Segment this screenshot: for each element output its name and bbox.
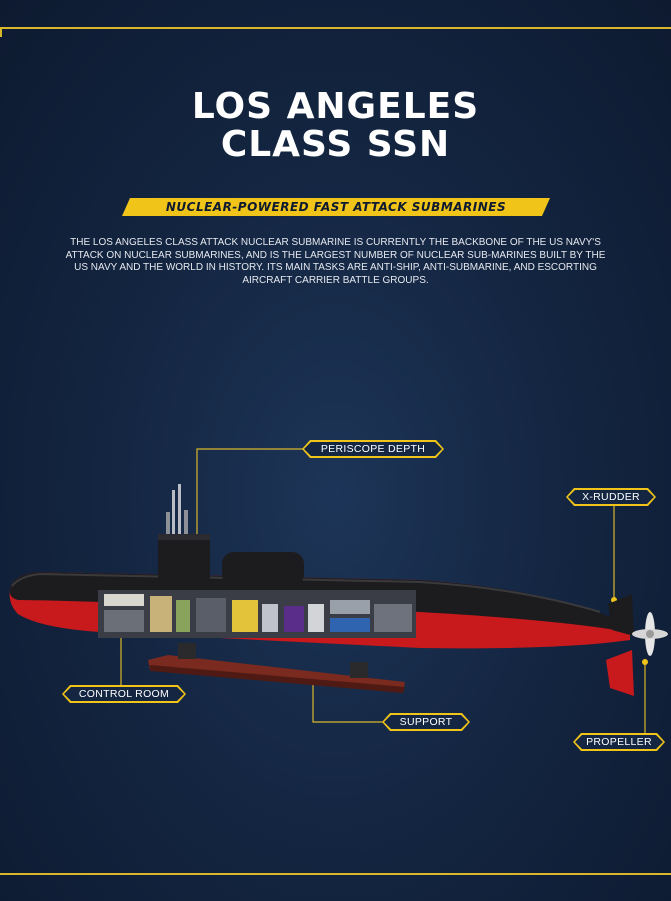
support-stand (148, 643, 405, 693)
submarine-hull (9, 484, 668, 696)
callout-control-room-label: CONTROL ROOM (78, 688, 170, 700)
frame-top-left-tick (0, 27, 2, 37)
callout-x-rudder-label: X-RUDDER (582, 491, 640, 503)
propeller-shape (632, 612, 668, 656)
callout-support: SUPPORT (382, 713, 470, 731)
page-title: LOS ANGELES CLASS SSN (191, 86, 480, 165)
callout-leader-lines (120, 448, 646, 735)
subtitle-text: NUCLEAR-POWERED FAST ATTACK SUBMARINES (165, 200, 507, 214)
frame-top-line (0, 27, 671, 29)
interior-compartments (104, 594, 412, 632)
callout-x-rudder: X-RUDDER (566, 488, 656, 506)
callout-periscope-depth-label: PERISCOPE DEPTH (320, 443, 426, 455)
callout-control-room: CONTROL ROOM (62, 685, 186, 703)
description-text: THE LOS ANGELES CLASS ATTACK NUCLEAR SUB… (65, 237, 606, 286)
callout-periscope-depth: PERISCOPE DEPTH (302, 440, 444, 458)
callout-propeller: PROPELLER (573, 733, 665, 751)
subtitle-banner: NUCLEAR-POWERED FAST ATTACK SUBMARINES (122, 198, 550, 216)
callout-support-label: SUPPORT (399, 716, 453, 728)
frame-bottom-line (0, 873, 671, 875)
callout-propeller-label: PROPELLER (586, 736, 652, 748)
